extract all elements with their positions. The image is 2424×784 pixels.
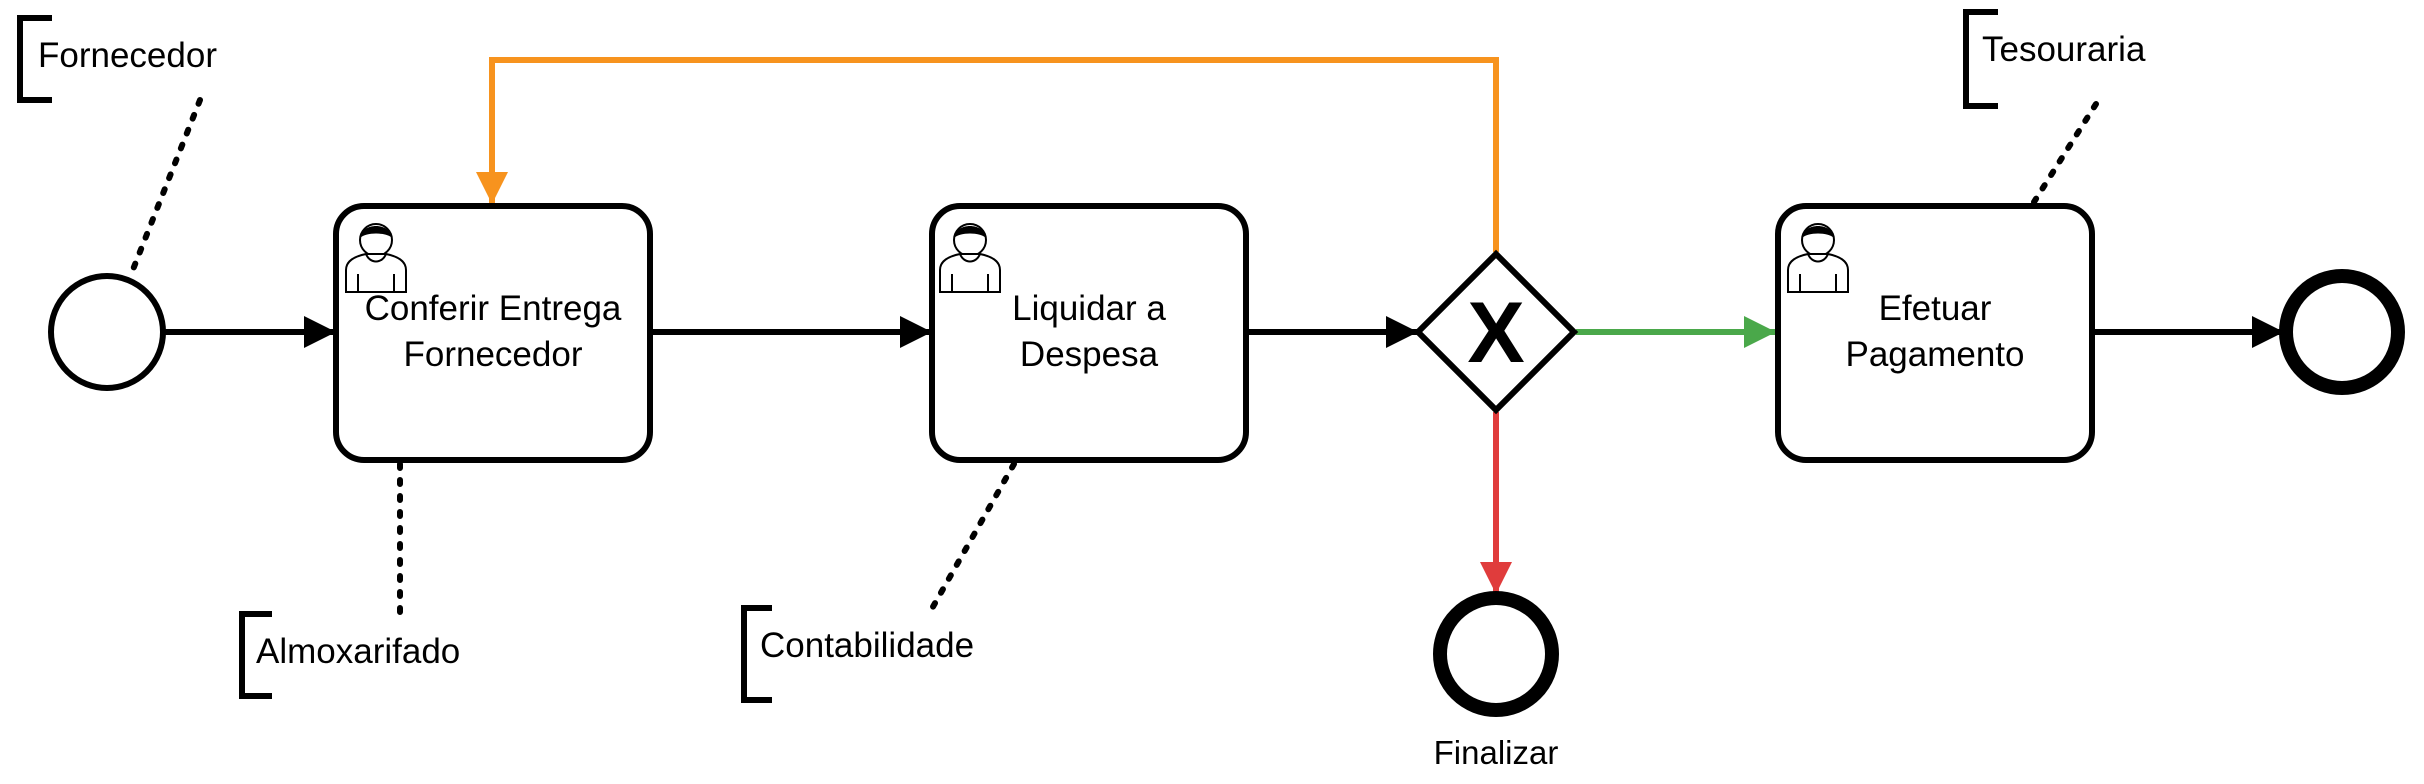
annotation-text: Contabilidade (760, 626, 974, 665)
task-conferir-entrega-fornecedor[interactable]: Conferir Entrega Fornecedor (333, 203, 653, 463)
task-label-line2: Pagamento (1845, 335, 2024, 374)
task-label-line1: Liquidar a (1012, 289, 1166, 328)
task-label-line1: Efetuar (1879, 289, 1992, 328)
annotation-fornecedor[interactable]: Fornecedor (17, 15, 217, 103)
exclusive-gateway[interactable]: X (1413, 249, 1579, 415)
end-event-label: Finalizar (1434, 734, 1559, 771)
task-liquidar-a-despesa[interactable]: Liquidar a Despesa (929, 203, 1249, 463)
association-contabilidade (927, 461, 1017, 615)
annotation-tesouraria[interactable]: Tesouraria (1963, 9, 2146, 109)
flow-gateway-loop-to-conferir[interactable] (476, 57, 1499, 252)
annotation-text: Almoxarifado (256, 632, 460, 671)
annotation-almoxarifado[interactable]: Almoxarifado (239, 611, 460, 699)
start-event[interactable] (48, 273, 166, 391)
task-label-line1: Conferir Entrega (365, 289, 622, 328)
association-fornecedor (129, 97, 203, 275)
end-event-finalizar[interactable] (1433, 591, 1559, 717)
task-label-line2: Despesa (1020, 335, 1159, 374)
association-tesouraria (2031, 101, 2099, 205)
annotation-text: Tesouraria (1982, 30, 2146, 69)
end-event[interactable] (2279, 269, 2405, 395)
gateway-marker: X (1467, 285, 1524, 381)
task-efetuar-pagamento[interactable]: Efetuar Pagamento (1775, 203, 2095, 463)
annotation-contabilidade[interactable]: Contabilidade (741, 605, 974, 703)
task-label-line2: Fornecedor (404, 335, 583, 374)
annotation-text: Fornecedor (38, 36, 217, 75)
